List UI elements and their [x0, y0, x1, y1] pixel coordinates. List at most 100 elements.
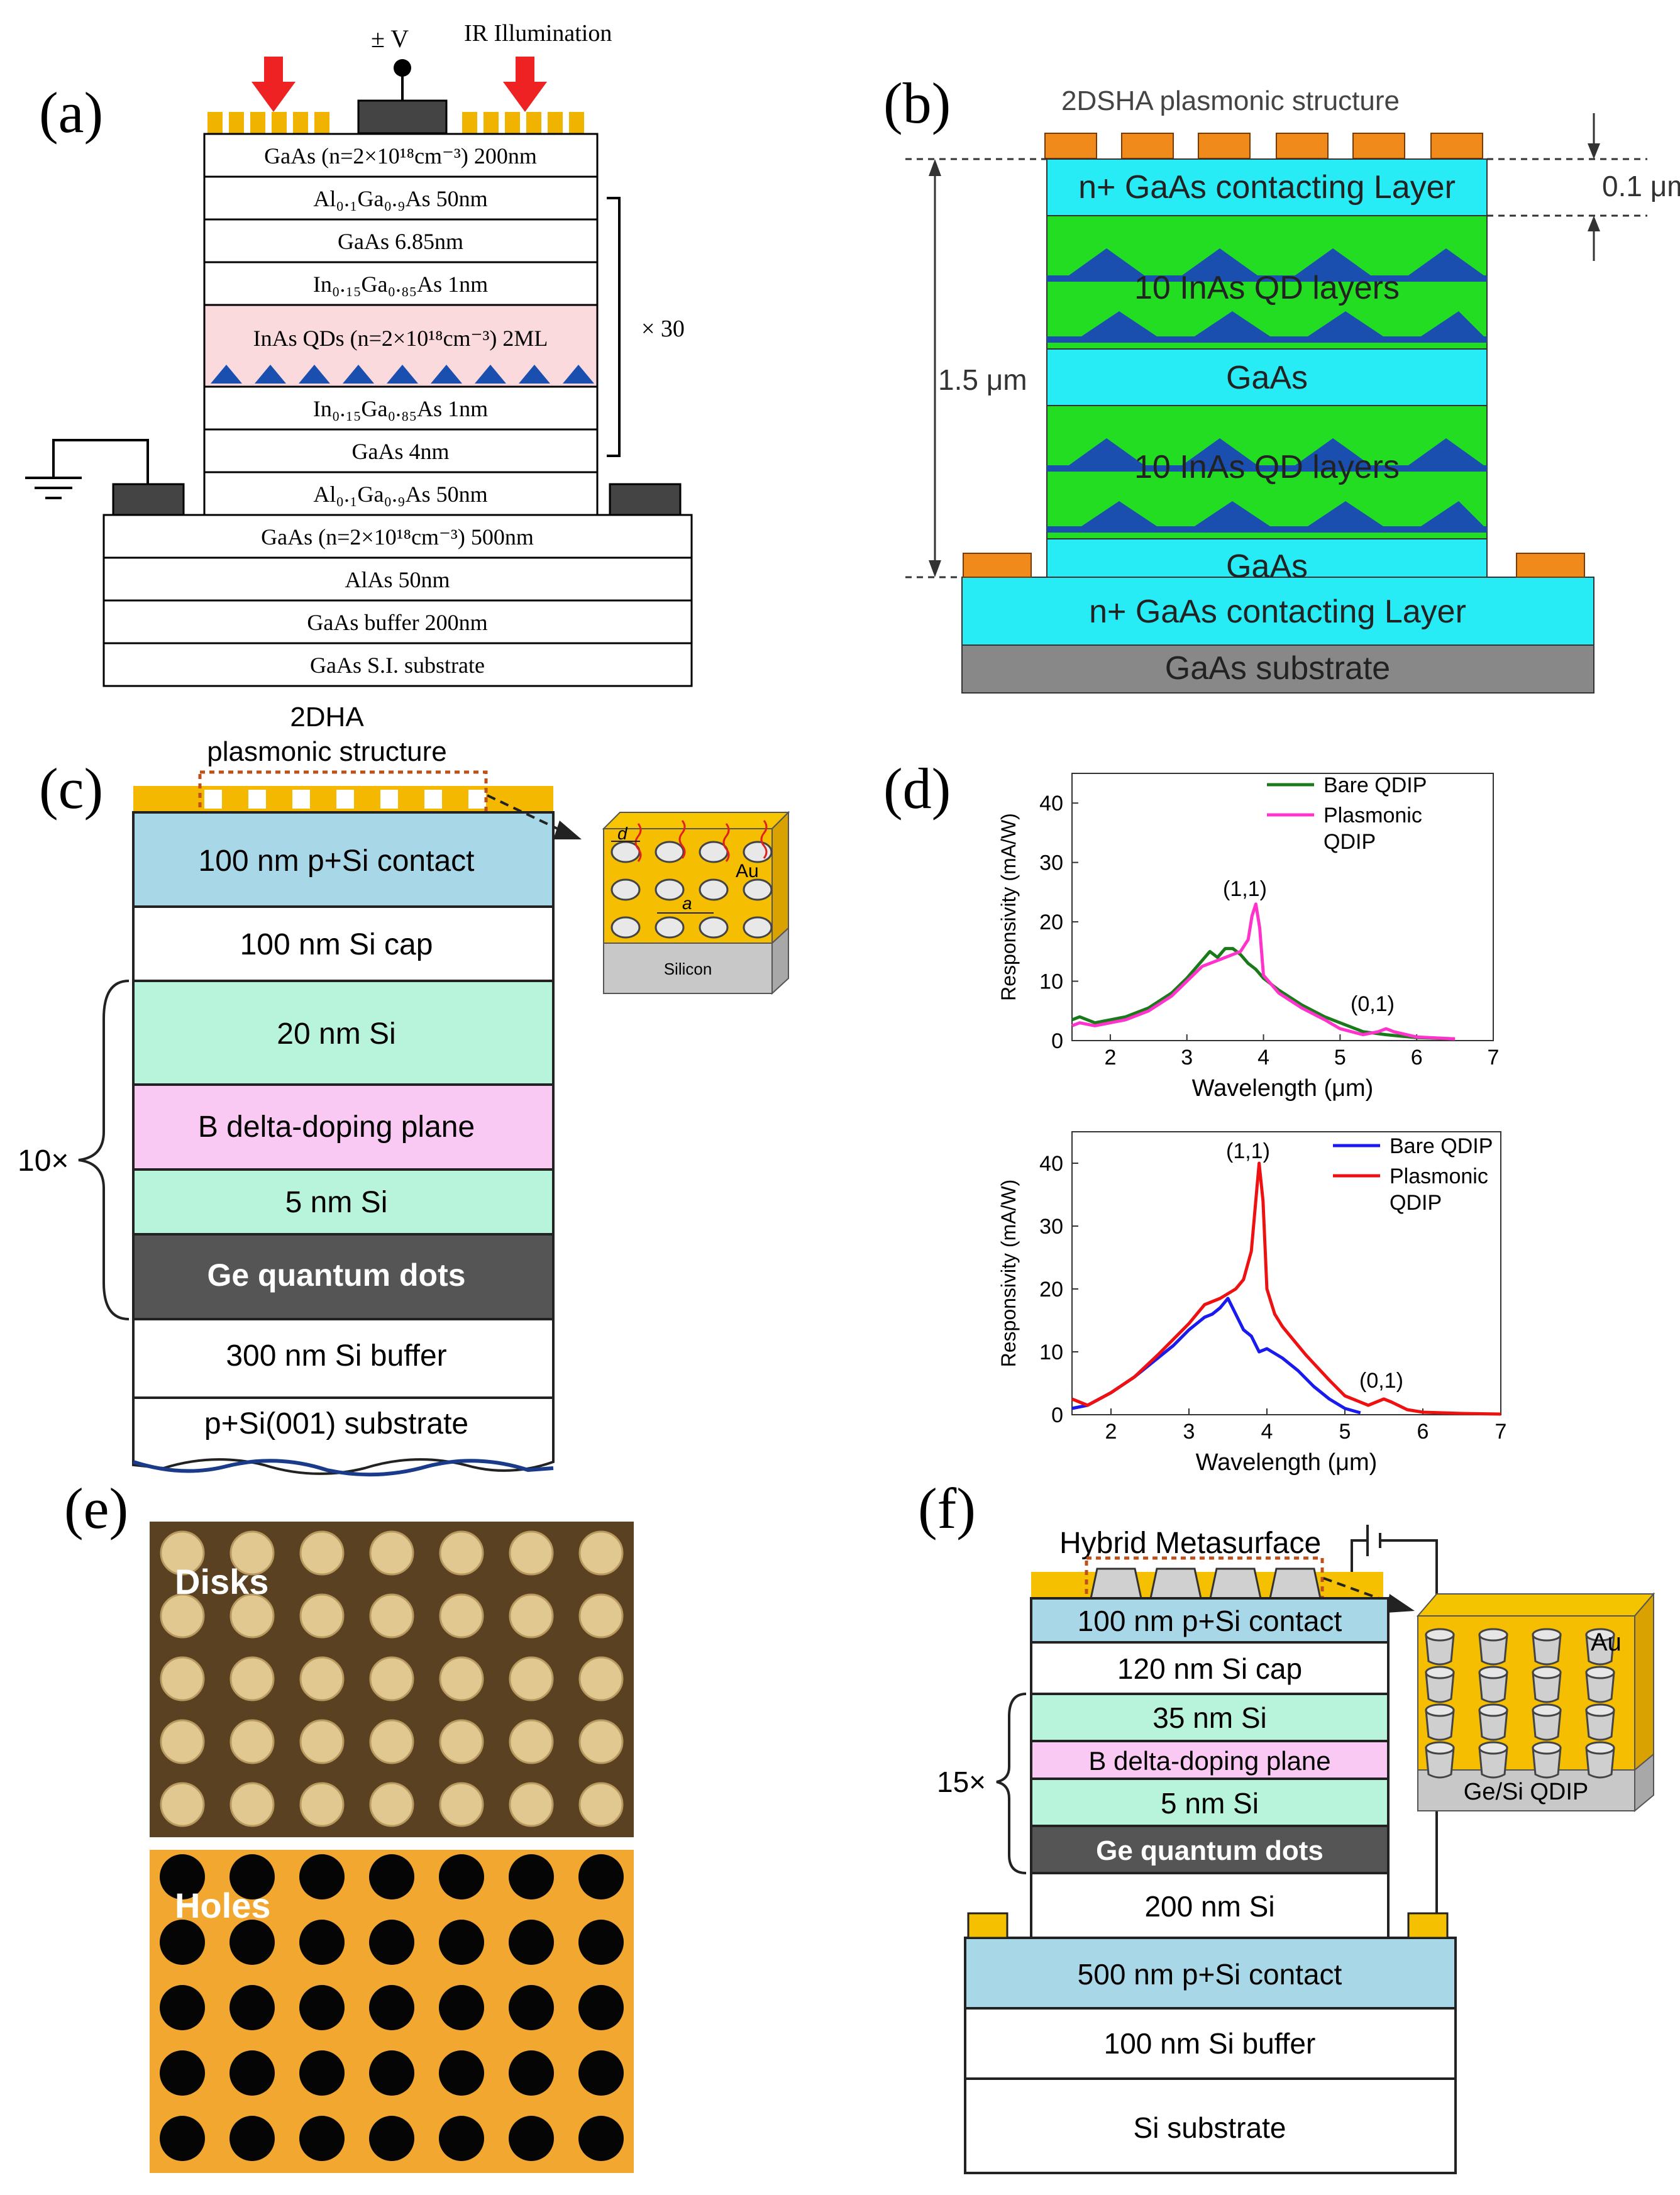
layer-c-6: Ge quantum dots: [207, 1258, 465, 1293]
disk: [369, 1530, 414, 1576]
disk: [509, 1782, 554, 1827]
hole: [578, 1854, 624, 1899]
pillar: [1478, 1747, 1508, 1779]
pillar-top: [1425, 1741, 1455, 1755]
side-contact-right: [609, 483, 682, 516]
repeat-bracket-a: [607, 197, 621, 457]
disk: [578, 1593, 624, 1639]
disk: [299, 1719, 345, 1764]
pillar-top: [1585, 1628, 1615, 1642]
hole: [299, 2050, 345, 2096]
inset-pointer-head-f: [1386, 1594, 1415, 1613]
disk: [369, 1593, 414, 1639]
ground-icon: [25, 477, 82, 499]
peak-01-bottom: (0,1): [1359, 1369, 1403, 1393]
pillar-top: [1478, 1741, 1508, 1755]
panel-f-label: (f): [918, 1476, 976, 1540]
hole: [160, 2050, 205, 2096]
hole: [369, 2116, 414, 2161]
substrate-c: [132, 1396, 555, 1475]
grating-holes-c: [204, 790, 486, 809]
hole: [578, 2116, 624, 2161]
disk: [160, 1656, 205, 1701]
dimension-arrowheads-b: [929, 143, 1600, 577]
disk: [229, 1782, 275, 1827]
inset-au-label: Au: [736, 861, 759, 882]
y-tick-label: 30: [1039, 1215, 1063, 1239]
layer-f-1: 100 nm p+Si contact: [1078, 1605, 1342, 1637]
disk: [439, 1530, 484, 1576]
hole: [509, 2050, 554, 2096]
x-axis-label: Wavelength (μm): [1196, 1449, 1378, 1476]
panel-b: (b) 2DSHA plasmonic structure: [883, 71, 1680, 694]
pillar-top: [1478, 1628, 1508, 1642]
disk: [160, 1593, 205, 1639]
hole: [509, 1854, 554, 1899]
hole: [439, 2050, 484, 2096]
inset-d-label: d: [617, 824, 628, 843]
panel-f-title: Hybrid Metasurface: [1059, 1527, 1321, 1560]
disk: [578, 1530, 624, 1576]
panel-a-label: (a): [39, 80, 103, 145]
layer-a-7: GaAs 4nm: [352, 439, 450, 464]
layer-a-4: In₀.₁₅Ga₀.₈₅As 1nm: [313, 272, 488, 297]
layer-b-3: GaAs: [1226, 360, 1308, 396]
disk: [439, 1593, 484, 1639]
disk: [160, 1782, 205, 1827]
layer-a-10: AlAs 50nm: [345, 567, 450, 592]
legend-label-2: Plasmonic: [1324, 804, 1422, 827]
x-tick-label: 2: [1105, 1420, 1117, 1444]
hole: [369, 1920, 414, 1965]
plot-frame: [1071, 773, 1494, 1041]
layer-b-4: 10 InAs QD layers: [1134, 449, 1400, 485]
metasurface-base-f: [1031, 1572, 1383, 1598]
hole: [439, 1854, 484, 1899]
disk: [299, 1593, 345, 1639]
layer-a-11: GaAs buffer 200nm: [307, 610, 487, 635]
substrate-wave-c: [133, 1459, 554, 1477]
holes-label: Holes: [175, 1886, 271, 1925]
inset-substrate-label-f: Ge/Si QDIP: [1464, 1779, 1589, 1805]
disks-array: [160, 1530, 624, 1827]
layer-c-7: 300 nm Si buffer: [226, 1339, 446, 1373]
layer-c-2: 100 nm Si cap: [240, 928, 433, 961]
layer-labels-c: 100 nm p+Si contact 100 nm Si cap 20 nm …: [198, 844, 475, 1440]
layer-a-5: InAs QDs (n=2×10¹⁸cm⁻³) 2ML: [253, 326, 548, 351]
y-tick-label: 0: [1051, 1403, 1063, 1427]
layer-f-7: 200 nm Si: [1144, 1890, 1274, 1923]
pillar-top: [1478, 1703, 1508, 1717]
x-tick-label: 7: [1488, 1046, 1500, 1070]
hole: [160, 1854, 205, 1899]
layer-c-5: 5 nm Si: [285, 1186, 388, 1219]
hole: [439, 1920, 484, 1965]
side-contacts-f: [967, 1912, 1449, 1939]
panel-b-label: (b): [883, 71, 951, 135]
terminal-node: [394, 59, 411, 77]
panel-c-title-2: plasmonic structure: [207, 736, 446, 767]
side-contacts-b: [963, 553, 1585, 578]
layer-f-4: B delta-doping plane: [1088, 1746, 1330, 1776]
x-tick-label: 4: [1261, 1420, 1273, 1444]
legend-label-1: Bare QDIP: [1390, 1134, 1493, 1158]
disk: [509, 1593, 554, 1639]
layer-a-3: GaAs 6.85nm: [338, 229, 463, 254]
layer-f-8: 500 nm p+Si contact: [1078, 1958, 1342, 1991]
pillar: [1425, 1671, 1455, 1703]
hole: [160, 1920, 205, 1965]
layer-b-1: n+ GaAs contacting Layer: [1078, 169, 1456, 206]
pillar: [1425, 1634, 1455, 1666]
pillar: [1478, 1671, 1508, 1703]
y-tick-label: 30: [1039, 851, 1063, 875]
panel-b-title: 2DSHA plasmonic structure: [1061, 86, 1400, 116]
x-tick-label: 6: [1417, 1420, 1429, 1444]
hole: [578, 2050, 624, 2096]
disk: [578, 1719, 624, 1764]
top-grating-left: [207, 112, 329, 133]
disk: [229, 1656, 275, 1701]
holes-array: [160, 1854, 624, 2161]
pillar-top: [1585, 1666, 1615, 1679]
layer-c-1: 100 nm p+Si contact: [199, 844, 475, 878]
y-axis-label: Responsivity (mA/W): [997, 813, 1020, 1001]
